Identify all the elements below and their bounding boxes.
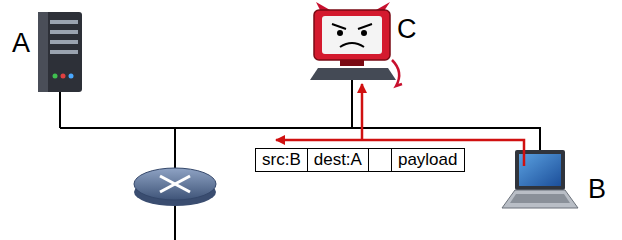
attacker-drop	[351, 80, 353, 128]
laptop-icon	[502, 150, 578, 208]
server-body	[38, 12, 82, 92]
header-field: src:B	[256, 149, 308, 171]
cross-line	[160, 176, 190, 192]
header-field: dest:A	[308, 149, 369, 171]
server-slot	[50, 50, 78, 54]
router-cross	[160, 176, 190, 192]
mouth	[340, 43, 364, 47]
laptop-keys	[510, 194, 570, 203]
router-uplink	[174, 204, 176, 240]
server-icon	[38, 12, 82, 92]
router-icon	[134, 168, 216, 206]
keyboard	[310, 68, 396, 80]
eye	[337, 30, 343, 36]
laptop-drop	[539, 128, 541, 152]
server-slot	[50, 30, 78, 34]
host-label: B	[588, 174, 606, 204]
server-drop	[59, 90, 61, 128]
host-label: A	[12, 28, 30, 58]
screen	[322, 16, 382, 54]
eye	[361, 30, 367, 36]
router-top	[134, 168, 216, 200]
laptop-lid	[515, 150, 565, 190]
server-side	[38, 12, 48, 92]
stand	[340, 60, 364, 66]
shared-bus	[60, 127, 541, 129]
sniff-arrow	[361, 84, 364, 140]
attacker-icon	[310, 2, 402, 86]
router-drop	[174, 128, 176, 168]
host-label: C	[397, 14, 417, 44]
laptop-screen	[519, 154, 561, 186]
server-led	[69, 74, 74, 79]
bus-wires	[60, 80, 541, 240]
packet-header: src:Bdest:A payload	[255, 148, 465, 172]
empty-field	[369, 149, 392, 171]
server-slot	[50, 20, 78, 24]
server-slot	[50, 40, 78, 44]
header-field: payload	[392, 149, 464, 171]
server-led	[53, 74, 58, 79]
devil-tail	[392, 60, 402, 86]
angry-brows	[332, 24, 372, 29]
monitor	[314, 10, 390, 60]
server-led	[61, 74, 66, 79]
laptop-base	[502, 190, 578, 208]
cross-line	[160, 176, 190, 192]
